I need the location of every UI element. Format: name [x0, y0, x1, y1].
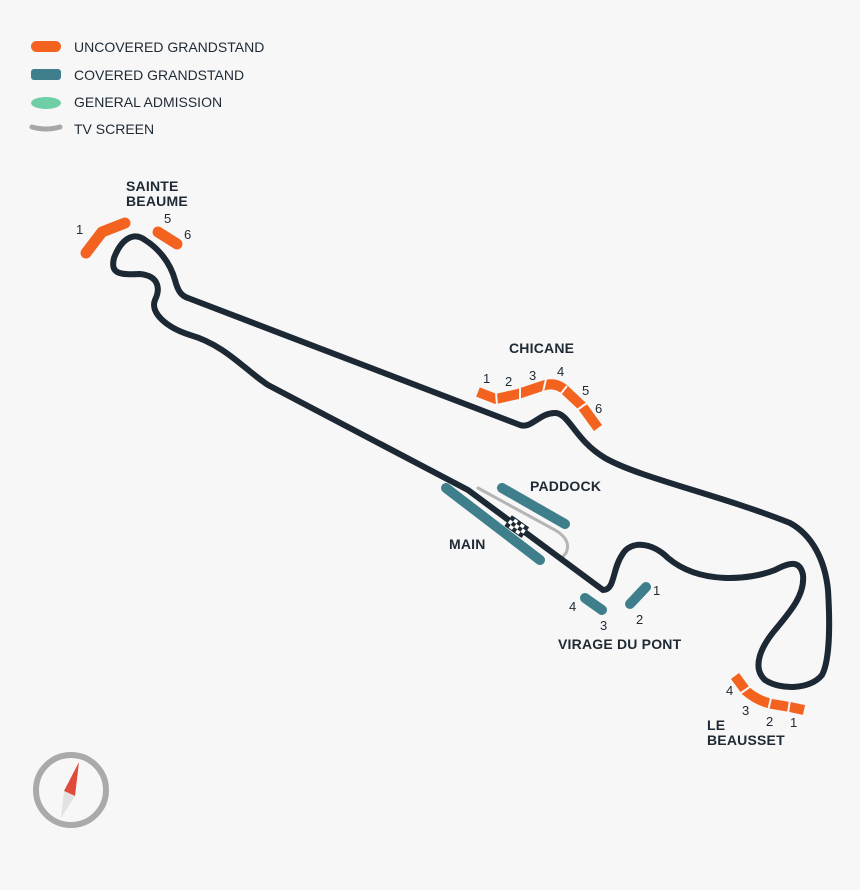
grandstand-1-2[interactable]	[625, 582, 651, 609]
area-le-beausset[interactable]: 1 2 3 4 LE BEAUSSET	[707, 673, 806, 748]
grandstand-main[interactable]	[441, 483, 545, 565]
compass-south-needle	[61, 791, 75, 818]
grandstand-chicane[interactable]	[476, 379, 603, 431]
legend-item-general-admission[interactable]: GENERAL ADMISSION	[31, 94, 222, 110]
grey-arc-icon	[29, 124, 63, 132]
area-chicane[interactable]: CHICANE 1 2 3 4 5 6	[476, 340, 603, 431]
race-track	[110, 233, 833, 690]
orange-bar-icon	[31, 41, 61, 52]
stand-number: 6	[184, 227, 191, 242]
area-title: VIRAGE DU PONT	[558, 636, 682, 652]
grandstand-dividers	[495, 378, 588, 411]
area-title: LE	[707, 717, 725, 733]
stand-number: 1	[76, 222, 83, 237]
compass-north-needle	[64, 762, 79, 796]
grandstand-5-6[interactable]	[152, 226, 183, 250]
stand-number: 5	[582, 383, 589, 398]
start-finish-flag-icon	[504, 515, 530, 538]
stand-number: 3	[742, 703, 749, 718]
stand-number: 4	[726, 683, 733, 698]
stand-number: 2	[636, 612, 643, 627]
stand-number: 1	[790, 715, 797, 730]
area-title: MAIN	[449, 536, 486, 552]
grandstand-3-4[interactable]	[580, 593, 607, 615]
area-title: BEAUSSET	[707, 732, 785, 748]
area-title: CHICANE	[509, 340, 574, 356]
stand-number: 5	[164, 211, 171, 226]
legend-label: GENERAL ADMISSION	[74, 94, 222, 110]
stand-number: 2	[505, 374, 512, 389]
stand-number: 4	[569, 599, 576, 614]
area-virage-du-pont[interactable]: 1 2 3 4 VIRAGE DU PONT	[558, 582, 682, 652]
grandstand-le-beausset[interactable]	[730, 673, 806, 715]
stand-number: 3	[529, 368, 536, 383]
stand-number: 6	[595, 401, 602, 416]
area-title: SAINTE	[126, 178, 179, 194]
legend-item-uncovered-grandstand[interactable]: UNCOVERED GRANDSTAND	[31, 39, 264, 55]
legend-label: TV SCREEN	[74, 121, 154, 137]
legend-item-covered-grandstand[interactable]: COVERED GRANDSTAND	[31, 67, 244, 83]
grandstand-dividers	[740, 685, 791, 714]
grandstand-1[interactable]	[80, 217, 131, 259]
pit-lane	[476, 486, 570, 562]
compass-icon	[33, 752, 109, 828]
area-title: PADDOCK	[530, 478, 601, 494]
stand-number: 2	[766, 714, 773, 729]
area-paddock[interactable]: PADDOCK	[497, 478, 601, 529]
stand-number: 4	[557, 364, 564, 379]
area-title: BEAUME	[126, 193, 188, 209]
area-main[interactable]: MAIN	[441, 483, 545, 565]
legend-label: UNCOVERED GRANDSTAND	[74, 39, 264, 55]
legend: UNCOVERED GRANDSTAND COVERED GRANDSTAND …	[29, 39, 264, 137]
teal-bar-icon	[31, 69, 61, 80]
grandstand-paddock[interactable]	[497, 483, 570, 529]
legend-item-tv-screen[interactable]: TV SCREEN	[29, 121, 154, 137]
area-sainte-beaume[interactable]: SAINTE BEAUME 1 5 6	[76, 178, 191, 259]
stand-number: 3	[600, 618, 607, 633]
stand-number: 1	[653, 583, 660, 598]
legend-label: COVERED GRANDSTAND	[74, 67, 244, 83]
stand-number: 1	[483, 371, 490, 386]
green-oval-icon	[31, 97, 61, 109]
